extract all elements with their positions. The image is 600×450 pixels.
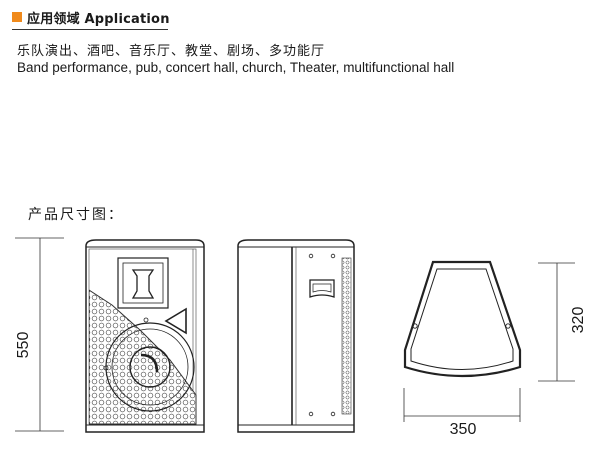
orange-square-icon [12, 12, 22, 22]
section-underline [12, 29, 168, 30]
dimensions-title: 产品尺寸图： [28, 207, 124, 223]
width-label: 350 [450, 421, 477, 438]
section-header: 应用领域 Application [12, 8, 170, 27]
width-dimension: 350 [403, 388, 521, 438]
speaker-front-view [85, 239, 205, 433]
height-dimension: 550 [15, 237, 64, 432]
depth-dimension: 320 [538, 262, 587, 382]
speaker-top-view [403, 260, 522, 378]
depth-label: 320 [570, 307, 587, 334]
speaker-side-view [237, 239, 355, 433]
application-text-cn: 乐队演出、酒吧、音乐厅、教堂、剧场、多功能厅 [17, 44, 326, 59]
section-title: 应用领域 Application [27, 11, 170, 27]
height-label: 550 [15, 332, 32, 359]
application-text-en: Band performance, pub, concert hall, chu… [17, 60, 455, 75]
